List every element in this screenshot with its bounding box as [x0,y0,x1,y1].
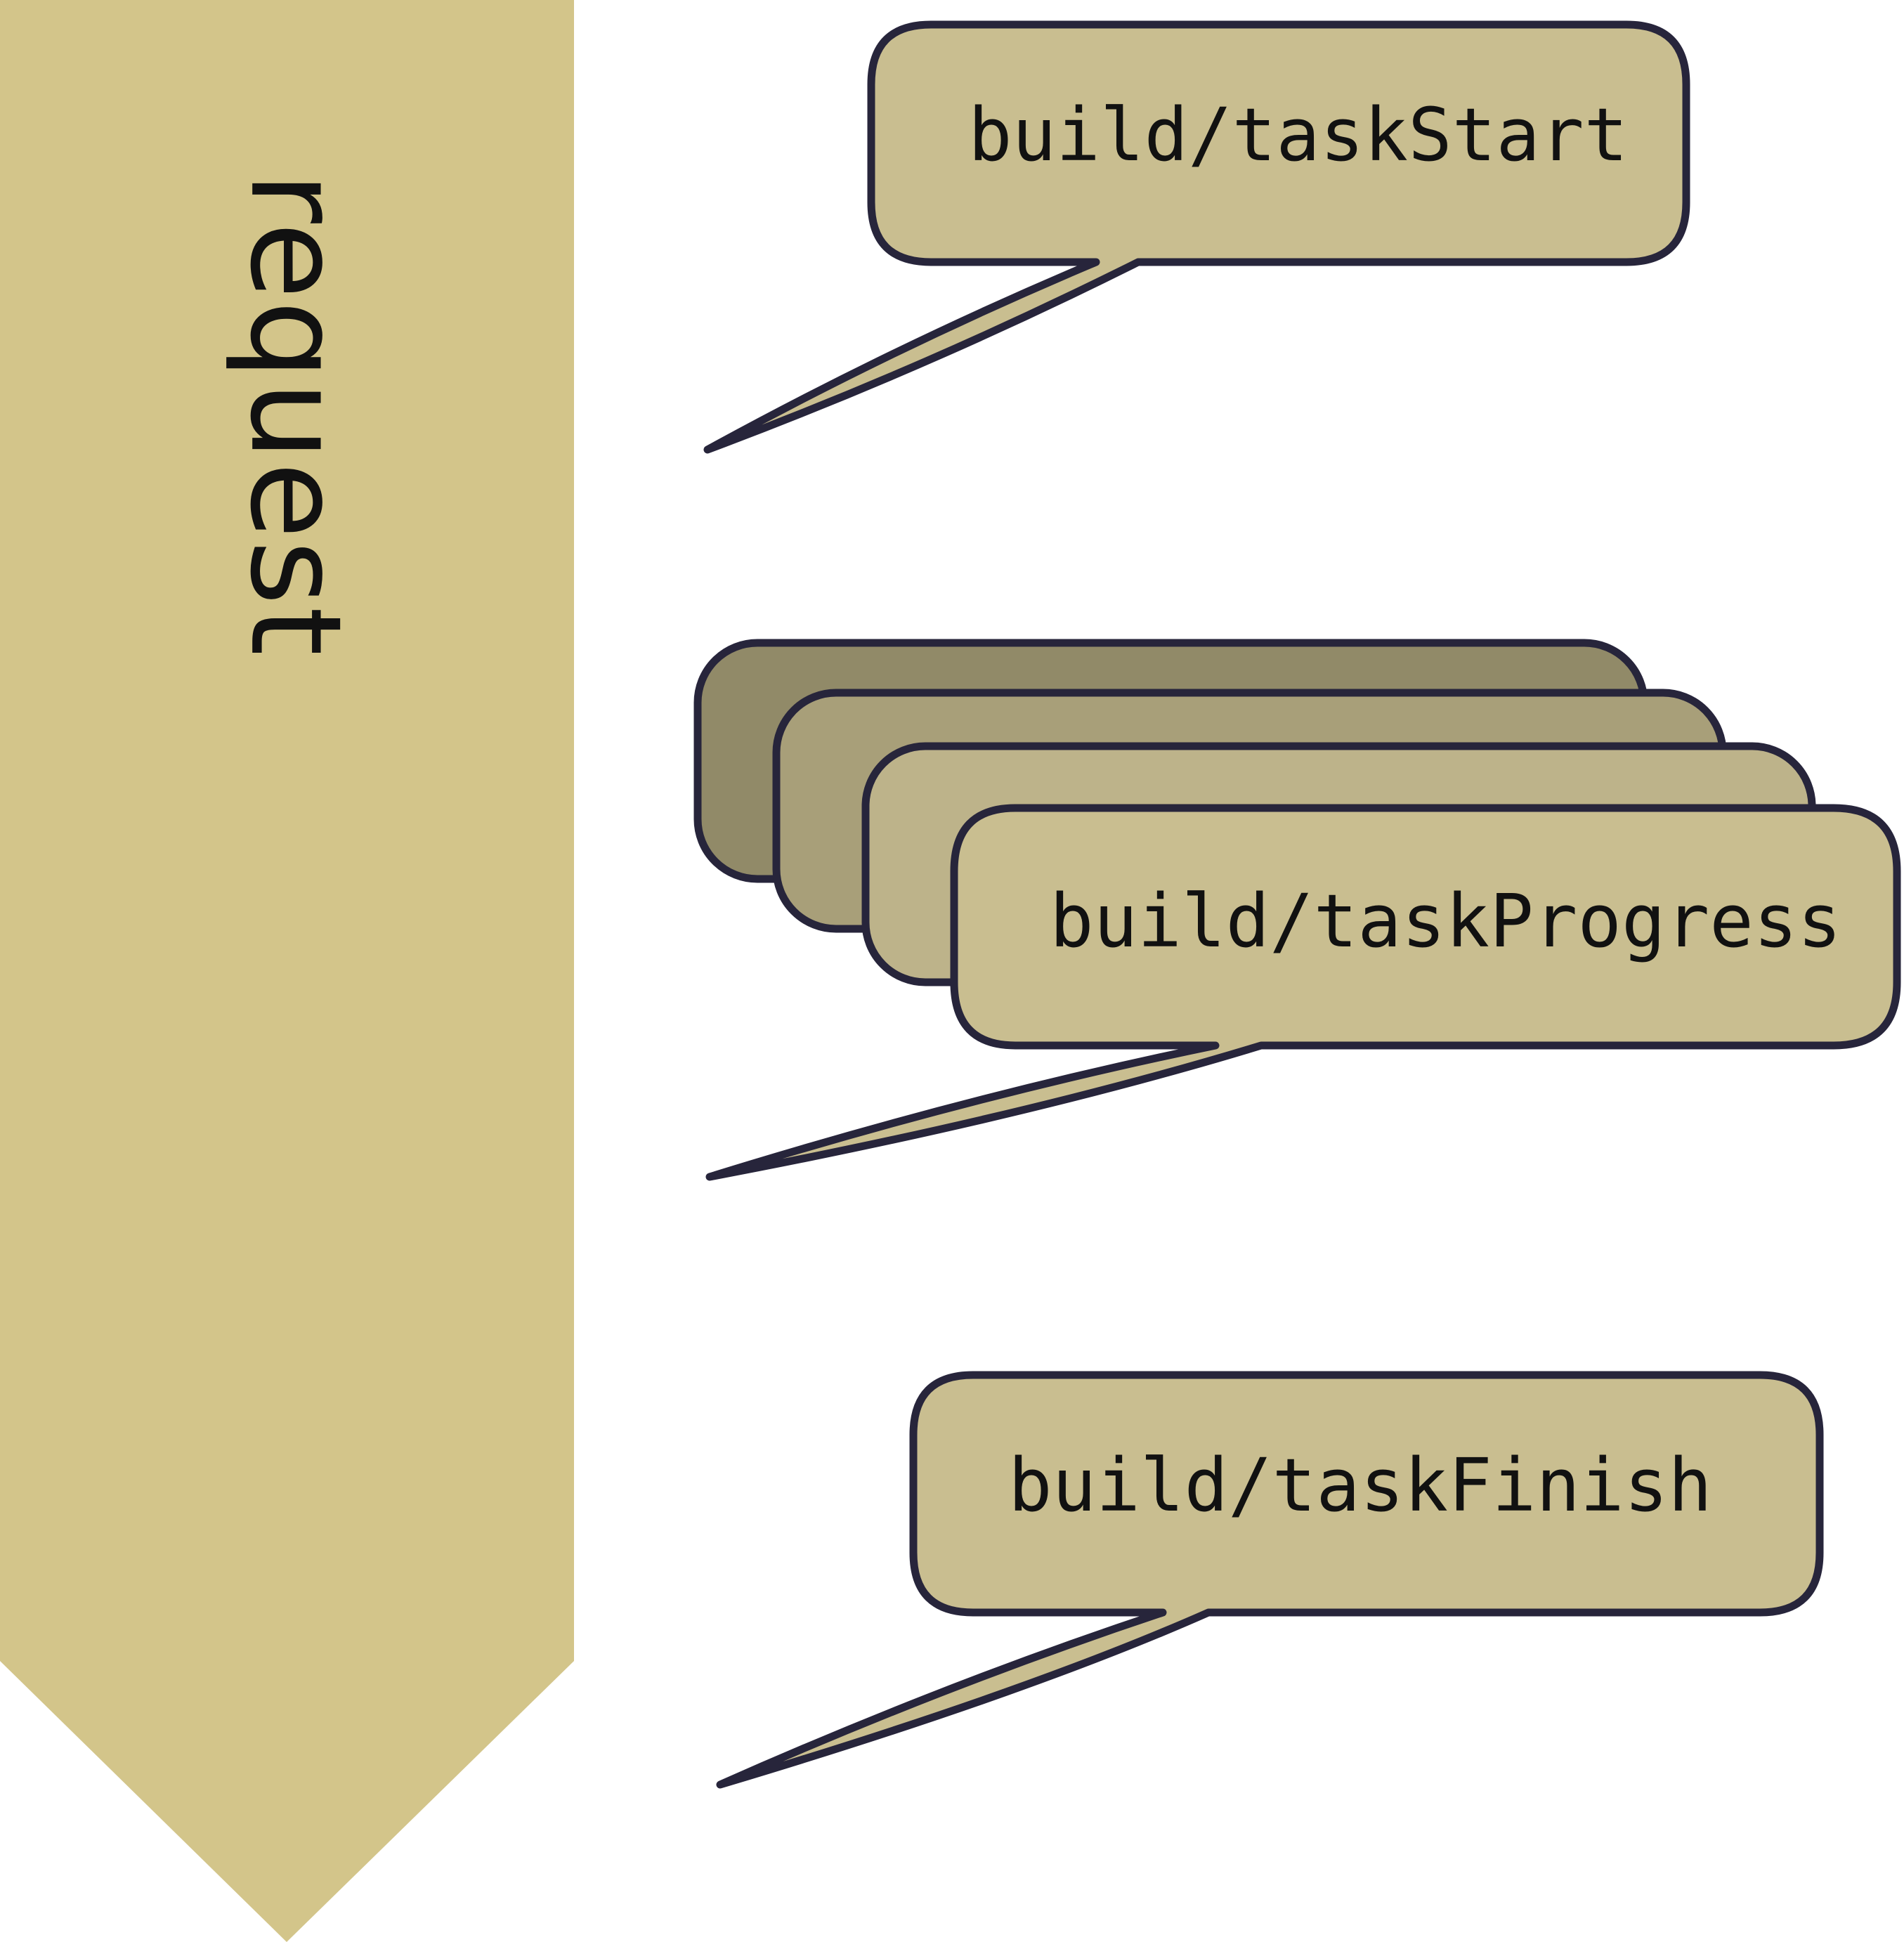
task-progress-label: build/taskProgress [1050,878,1841,964]
request-arrow-shape [0,0,574,1942]
task-progress-bubble [705,804,1901,1181]
task-finish-label: build/taskFinish [1008,1442,1712,1528]
task-finish-bubble [716,1371,1824,1789]
message-task-finish: build/taskFinish [716,1371,1824,1789]
message-task-progress: build/taskProgress [693,639,1901,1181]
request-arrow-label: request [223,172,368,658]
task-start-label: build/taskStart [968,92,1628,178]
task-start-bubble [703,20,1690,454]
message-task-start: build/taskStart [703,20,1690,454]
request-arrow: request [0,0,574,1942]
